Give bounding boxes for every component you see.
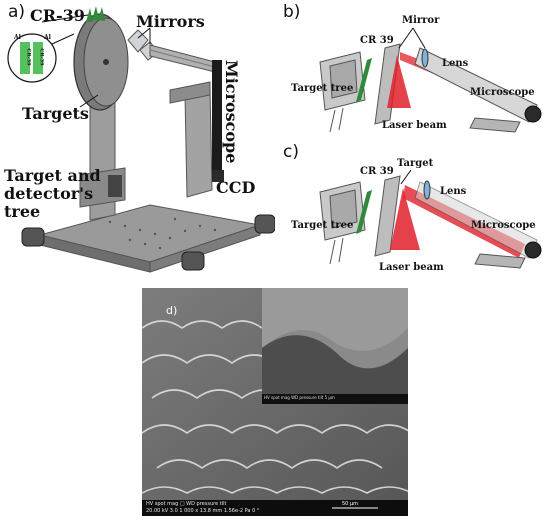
inset-al-right: Al <box>44 34 51 41</box>
panel-b-mirror-label: Mirror <box>402 15 440 26</box>
panel-c: c) Target CR 39 Lens Target tree Microsc… <box>275 140 550 280</box>
sem-scale-bar-label: 50 μm <box>342 501 359 507</box>
tree-label-line2: detector's <box>4 184 94 203</box>
panel-b-illustration <box>319 27 542 133</box>
panel-b-lens-label: Lens <box>442 58 469 69</box>
panel-c-target-label: Target <box>397 158 434 169</box>
panel-b-cr39-label: CR 39 <box>360 35 394 46</box>
mirrors-label: Mirrors <box>136 12 205 31</box>
inset-cr-right: CR-39 <box>38 48 45 66</box>
panel-c-microscope-label: Microscope <box>471 220 536 231</box>
panel-b-target-tree-label: Target tree <box>291 83 354 94</box>
panel-c-lens-label: Lens <box>440 186 467 197</box>
inset-al-left: Al <box>14 34 21 41</box>
targets-label: Targets <box>22 104 89 123</box>
panel-c-label: c) <box>283 142 299 162</box>
panel-b: b) Mirror CR 39 Lens Target tree Microsc… <box>275 0 550 140</box>
panel-b-laser-label: Laser beam <box>382 120 447 131</box>
microscope-label: Microscope <box>222 60 241 164</box>
panel-b-microscope-label: Microscope <box>470 87 535 98</box>
sem-footer-row1: HV spot mag □ WD pressure tilt <box>146 501 227 507</box>
panel-a: a) CR-39 Mirrors Targets Microscope CCD … <box>0 0 275 280</box>
panel-c-target-tree-label: Target tree <box>291 220 354 231</box>
sem-inset-footer: HV spot mag WD pressure tilt 5 μm <box>264 395 335 400</box>
panel-b-label: b) <box>283 2 301 22</box>
inset-cr-left: CR-39 <box>25 48 32 66</box>
sem-footer-row2: 20.00 kV 3.0 1 000 x 13.8 mm 1.56e-2 Pa … <box>146 508 260 514</box>
panel-a-label: a) <box>8 2 26 22</box>
sem-image <box>142 288 408 516</box>
panel-d: d) HV spot mag WD pressure tilt 5 μm HV … <box>142 288 408 516</box>
panel-a-illustration <box>7 6 275 273</box>
tree-label-line3: tree <box>4 202 41 221</box>
cr39-label: CR-39 <box>30 6 85 25</box>
ccd-label: CCD <box>216 178 256 197</box>
panel-c-cr39-label: CR 39 <box>360 166 394 177</box>
panel-c-laser-label: Laser beam <box>379 262 444 273</box>
panel-c-illustration <box>319 169 542 269</box>
tree-label-line1: Target and <box>4 166 101 185</box>
panel-d-label: d) <box>166 304 178 317</box>
